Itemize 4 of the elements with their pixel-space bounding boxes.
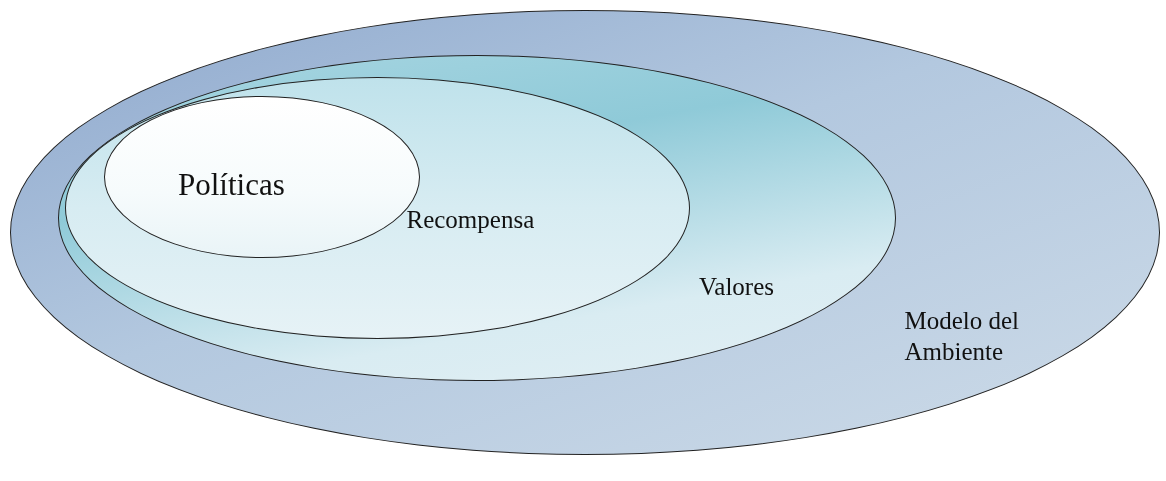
region-label: Valores: [699, 272, 775, 302]
region-label: Políticas: [178, 166, 286, 204]
region-label: Recompensa: [406, 204, 536, 235]
region-label: Modelo del Ambiente: [904, 305, 1021, 367]
